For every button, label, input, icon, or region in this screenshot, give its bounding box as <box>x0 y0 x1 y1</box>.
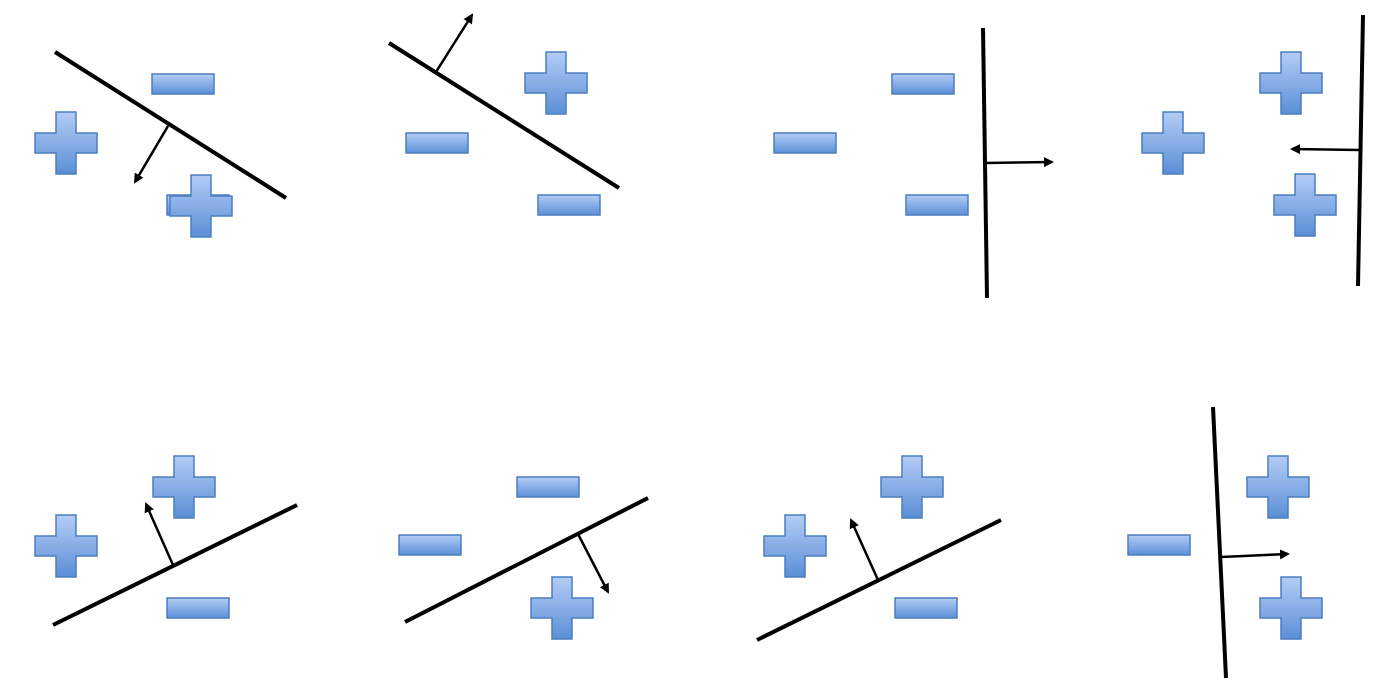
normal-vector-arrow <box>1290 144 1361 155</box>
minus-symbol-icon <box>891 73 955 95</box>
plus-symbol-icon <box>880 455 944 519</box>
decision-boundary-line <box>1356 14 1365 287</box>
normal-vector-arrow <box>849 518 880 581</box>
decision-boundary-line <box>756 518 1002 642</box>
minus-symbol-icon <box>398 534 462 556</box>
plus-symbol-icon <box>763 514 827 578</box>
normal-vector-arrow <box>434 13 474 73</box>
minus-symbol-icon <box>537 194 601 216</box>
minus-symbol-icon <box>151 73 215 95</box>
plus-symbol-icon <box>1246 455 1310 519</box>
minus-symbol-icon <box>894 597 958 619</box>
minus-symbol-icon <box>1127 534 1191 556</box>
decision-boundary-line <box>387 41 621 190</box>
plus-symbol-icon <box>524 51 588 115</box>
minus-symbol-icon <box>773 132 837 154</box>
normal-vector-arrow <box>133 125 170 184</box>
normal-vector-arrow <box>576 533 610 594</box>
decision-boundary-line <box>52 503 298 627</box>
normal-vector-arrow <box>984 157 1054 168</box>
plus-symbol-icon <box>1259 576 1323 640</box>
plus-symbol-icon <box>34 111 98 175</box>
minus-symbol-icon <box>166 597 230 619</box>
plus-symbol-icon <box>169 174 233 238</box>
normal-vector-arrow <box>144 502 175 566</box>
plus-symbol-icon <box>530 576 594 640</box>
decision-boundary-line <box>404 496 649 624</box>
plus-symbol-icon <box>34 514 98 578</box>
decision-boundary-line <box>53 50 288 200</box>
minus-symbol-icon <box>405 132 469 154</box>
plus-symbol-icon <box>1141 111 1205 175</box>
decision-boundary-line <box>1211 406 1228 679</box>
minus-symbol-icon <box>905 194 969 216</box>
minus-symbol-icon <box>516 476 580 498</box>
plus-symbol-icon <box>1273 173 1337 237</box>
plus-symbol-icon <box>152 455 216 519</box>
plus-symbol-icon <box>1259 51 1323 115</box>
normal-vector-arrow <box>1220 549 1290 560</box>
